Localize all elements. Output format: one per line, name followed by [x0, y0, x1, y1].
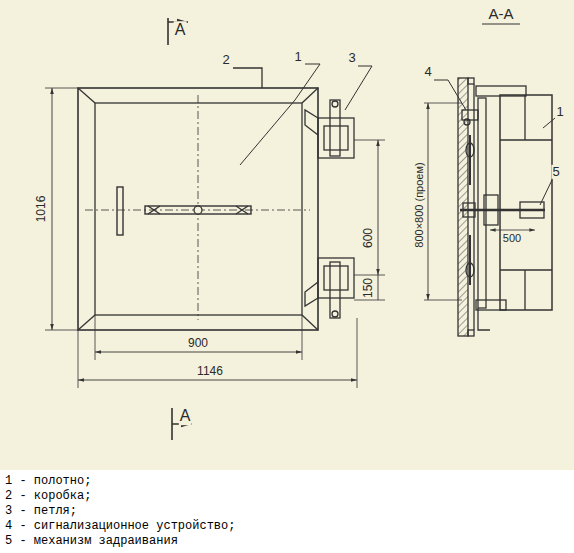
drawing-ground [0, 0, 574, 470]
dimension: 800×800 (проем) [413, 161, 425, 248]
callout-number: 1 [293, 50, 302, 64]
callout-number: 2 [221, 53, 230, 67]
dimension: 1146 [196, 365, 224, 378]
legend-line: 1 - полотно; [4, 475, 92, 488]
legend-line: 3 - петля; [4, 505, 78, 518]
section-title: А-А [487, 6, 514, 23]
callout-number: 3 [347, 51, 356, 65]
legend-line: 5 - механизм задраивания [4, 535, 179, 548]
dimension: 500 [502, 232, 522, 244]
legend-line: 2 - коробка; [4, 490, 92, 503]
section-letter: А [174, 21, 187, 39]
callout-number: 1 [555, 105, 564, 119]
callout-number: 4 [423, 65, 432, 79]
callout-number: 5 [551, 165, 560, 179]
dimension: 1016 [35, 195, 48, 224]
section-letter: А [179, 407, 192, 425]
dimension: 150 [362, 277, 375, 299]
dimension: 600 [362, 227, 375, 249]
legend-line: 4 - сигнализационное устройство; [4, 520, 236, 533]
dimension: 900 [187, 337, 209, 350]
